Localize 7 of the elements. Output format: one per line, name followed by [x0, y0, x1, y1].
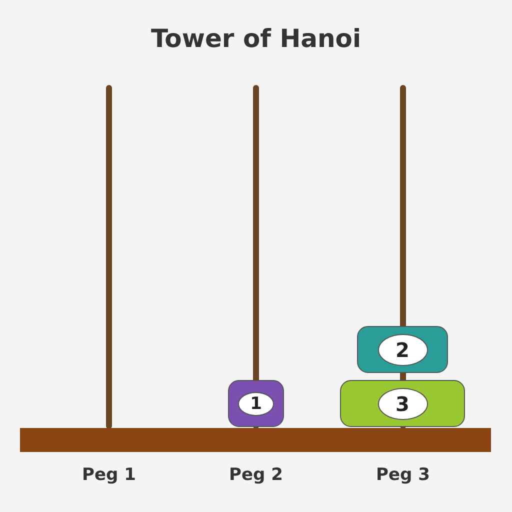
disk-number-label: 3 [378, 388, 428, 420]
peg-label: Peg 2 [228, 464, 284, 486]
disk-number-label: 1 [238, 392, 274, 416]
title: Tower of Hanoi [150, 23, 362, 55]
disk-number-label: 2 [378, 334, 428, 366]
peg-label: Peg 1 [81, 464, 137, 486]
peg-label: Peg 3 [375, 464, 431, 486]
